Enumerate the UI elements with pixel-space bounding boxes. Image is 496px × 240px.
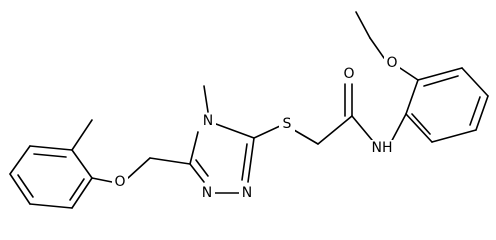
svg-text:O: O	[343, 66, 354, 82]
atom-label-carbonyl-oxygen: O	[341, 66, 357, 82]
triazole-ring	[189, 85, 281, 194]
bond-carbonyl-c-nh	[351, 115, 373, 141]
atom-label-triazole-n4: N	[200, 113, 216, 129]
bond-ch2-o	[127, 157, 151, 179]
bond-ring-left-5	[29, 203, 73, 209]
bond-ring-left-double-c	[69, 178, 85, 201]
bond-ring-left-6	[71, 177, 93, 209]
bond-ring-left-2	[29, 145, 73, 151]
bond-ring-left-3	[9, 145, 31, 175]
atom-label-triazole-n1: N	[239, 185, 255, 201]
bond-ring-left-4	[9, 173, 31, 205]
bond-o-phenyl-left	[91, 177, 113, 183]
bond-c5-s	[253, 125, 281, 139]
bond-ethyl-ch3-ch2	[355, 11, 371, 39]
bond-ring-left-double-b	[17, 174, 34, 198]
bond-ring-right-double-b	[469, 96, 481, 126]
bond-n4-c3	[189, 131, 199, 165]
svg-text:O: O	[114, 174, 125, 190]
bond-ring-right-2	[461, 67, 489, 97]
bond-ethyl-ch2-o	[369, 37, 385, 59]
svg-text:NH: NH	[372, 140, 393, 156]
bond-ring-right-5	[405, 113, 433, 143]
atom-label-amide-nh: NH	[368, 140, 396, 156]
bond-n1-c5-double	[241, 143, 248, 181]
svg-text:S: S	[283, 116, 292, 132]
phenyl-ring-right	[405, 67, 489, 143]
bond-c3-ch2	[149, 157, 191, 165]
bond-n4-methyl	[203, 85, 209, 113]
bond-ring-right-3	[475, 95, 489, 131]
tolyl-ring-left	[9, 119, 93, 209]
atom-label-triazole-n2: N	[199, 185, 215, 201]
svg-text:N: N	[203, 113, 213, 129]
atom-label-thioether-sulfur: S	[279, 116, 295, 132]
bond-s-ch2	[293, 129, 319, 145]
atom-label-ether-oxygen-top: O	[384, 55, 400, 71]
bond-n1-c5	[247, 137, 255, 183]
svg-text:N: N	[202, 185, 212, 201]
ethoxy-group	[355, 11, 419, 81]
bond-ring-right-1	[417, 67, 463, 81]
bond-c3-n2	[189, 163, 205, 183]
svg-text:N: N	[242, 185, 252, 201]
bond-ring-methyl	[71, 119, 93, 151]
bond-ring-left-1	[71, 149, 93, 179]
svg-text:O: O	[386, 55, 397, 71]
atom-label-ether-oxygen-bottom: O	[112, 174, 128, 190]
bond-ring-right-double-a	[423, 75, 459, 87]
bond-c5-n4	[215, 123, 255, 139]
amide-linker	[293, 83, 407, 149]
bond-ch2-carbonyl	[317, 115, 353, 145]
bond-c3-n2-double	[195, 159, 209, 177]
bond-ring-right-4	[431, 129, 477, 143]
bond-ring-left-double-a	[33, 153, 67, 158]
molecule-structure-diagram: O O NH S N N N O	[9, 11, 489, 209]
bond-o-phenyl	[399, 67, 419, 81]
bond-ring-right-6	[405, 79, 419, 115]
oxymethyl-linker	[91, 157, 191, 183]
bond-ring-right-double-c	[411, 113, 431, 135]
